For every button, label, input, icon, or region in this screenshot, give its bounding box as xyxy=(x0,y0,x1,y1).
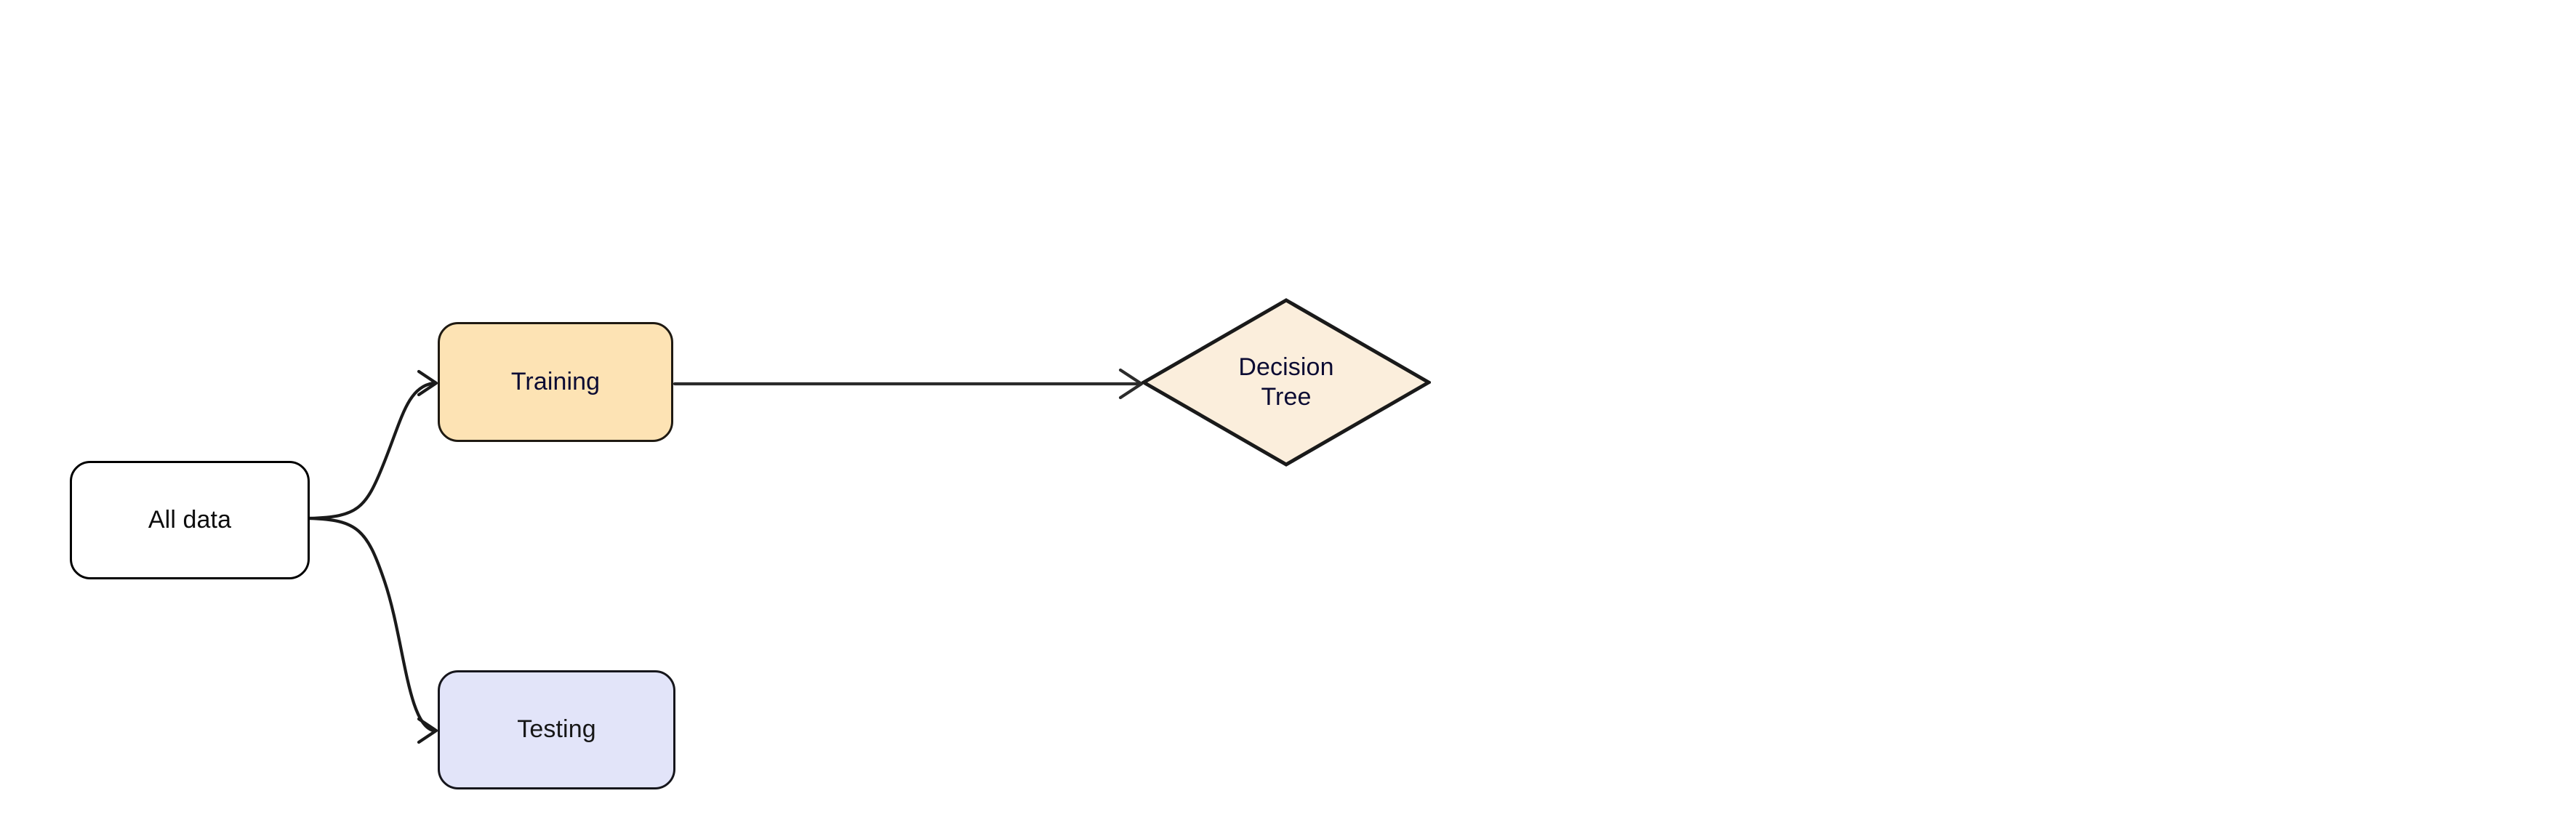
node-testing[interactable]: Testing xyxy=(438,670,675,789)
diamond-shape xyxy=(1141,298,1431,467)
node-training[interactable]: Training xyxy=(438,322,673,442)
arrowhead-icon xyxy=(417,717,438,744)
node-testing-label: Testing xyxy=(517,715,596,744)
node-decision-tree[interactable]: Decision Tree xyxy=(1141,298,1431,467)
arrowhead-icon xyxy=(1118,368,1144,400)
node-training-label: Training xyxy=(510,367,601,395)
edge-training-to-decision-tree[interactable] xyxy=(673,368,1144,400)
arrowhead-icon xyxy=(417,369,438,397)
edge-all-data-to-training[interactable] xyxy=(308,369,438,520)
node-all-data-label: All data xyxy=(148,505,232,534)
node-all-data[interactable]: All data xyxy=(70,461,310,579)
edge-all-data-to-testing[interactable] xyxy=(308,516,438,744)
node-decision-tree-label: Decision Tree xyxy=(1238,353,1334,411)
